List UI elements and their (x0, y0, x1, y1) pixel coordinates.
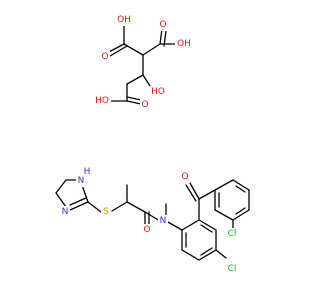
oh-label: OH (175, 38, 193, 50)
oh-text: OH (177, 39, 191, 49)
hydrogen-label: H (82, 167, 92, 178)
bond (198, 219, 217, 231)
nitrogen-text: N (78, 176, 85, 186)
bond (159, 28, 163, 45)
bond (69, 197, 87, 206)
nitrogen-text: N (160, 216, 167, 226)
bond (81, 184, 89, 203)
oh-label: OH (115, 14, 133, 26)
bond (181, 249, 200, 261)
chlorine-text: Cl (228, 264, 237, 274)
ho-text: HO (151, 87, 165, 97)
bond (87, 201, 102, 213)
chlorine-label: Cl (225, 263, 239, 275)
bond (142, 43, 161, 56)
sulfur-text: S (103, 207, 109, 217)
bond (126, 74, 144, 85)
sulfur-label: S (101, 206, 111, 218)
structure-canvas: OH O O OH HO O HO O (55, 14, 250, 275)
oh-text: OH (117, 15, 131, 25)
bond (235, 185, 246, 193)
bond (215, 249, 227, 259)
oxygen-label: O (142, 224, 152, 236)
oxygen-text: O (181, 172, 188, 182)
ho-label: HO (93, 95, 111, 107)
oxygen-text: O (159, 20, 166, 30)
nitrogen-label: N (158, 215, 168, 227)
oxygen-text: O (143, 225, 150, 235)
bond (163, 30, 167, 47)
oxygen-label: O (180, 171, 190, 183)
bond (198, 249, 217, 261)
citric-acid-structure (106, 25, 176, 105)
bond (165, 220, 183, 231)
chlorine-text: Cl (228, 229, 237, 239)
ho-label: HO (149, 86, 167, 98)
oxygen-text: O (101, 52, 108, 62)
oxygen-label: O (100, 51, 110, 63)
bond (198, 189, 216, 200)
oxygen-text: O (141, 100, 148, 110)
bond (200, 224, 213, 233)
imidazoline-ring (55, 179, 89, 211)
bond (126, 96, 142, 101)
bond (200, 247, 213, 256)
ketone-bridge (185, 182, 216, 221)
bond (55, 179, 67, 194)
bond (235, 207, 246, 215)
oxygen-label: O (140, 99, 150, 111)
bond (214, 209, 234, 221)
molecule-diagram: OH O O OH HO O HO O (55, 14, 250, 275)
bond (126, 100, 142, 105)
bond (126, 201, 146, 213)
bond (232, 209, 250, 221)
bond (144, 211, 161, 222)
chlorine-label: Cl (225, 228, 239, 240)
bond (232, 179, 250, 191)
bond (214, 179, 234, 191)
hydrogen-text: H (84, 167, 91, 177)
atom-labels: OH O O OH HO O HO O (60, 14, 239, 275)
nitrogen-label: N (60, 206, 70, 218)
bond (55, 192, 67, 208)
bond (181, 219, 200, 231)
bond (109, 45, 128, 57)
nitrogen-label: N (76, 175, 86, 187)
oxygen-label: O (158, 19, 168, 31)
nitrogen-text: N (62, 207, 69, 217)
bond (111, 201, 128, 212)
bond (69, 201, 89, 211)
chlorophenyl-ring (214, 179, 250, 231)
bond (185, 184, 197, 202)
chloroaniline-ring (181, 219, 227, 261)
ho-text: HO (95, 96, 109, 106)
bond (189, 182, 200, 200)
